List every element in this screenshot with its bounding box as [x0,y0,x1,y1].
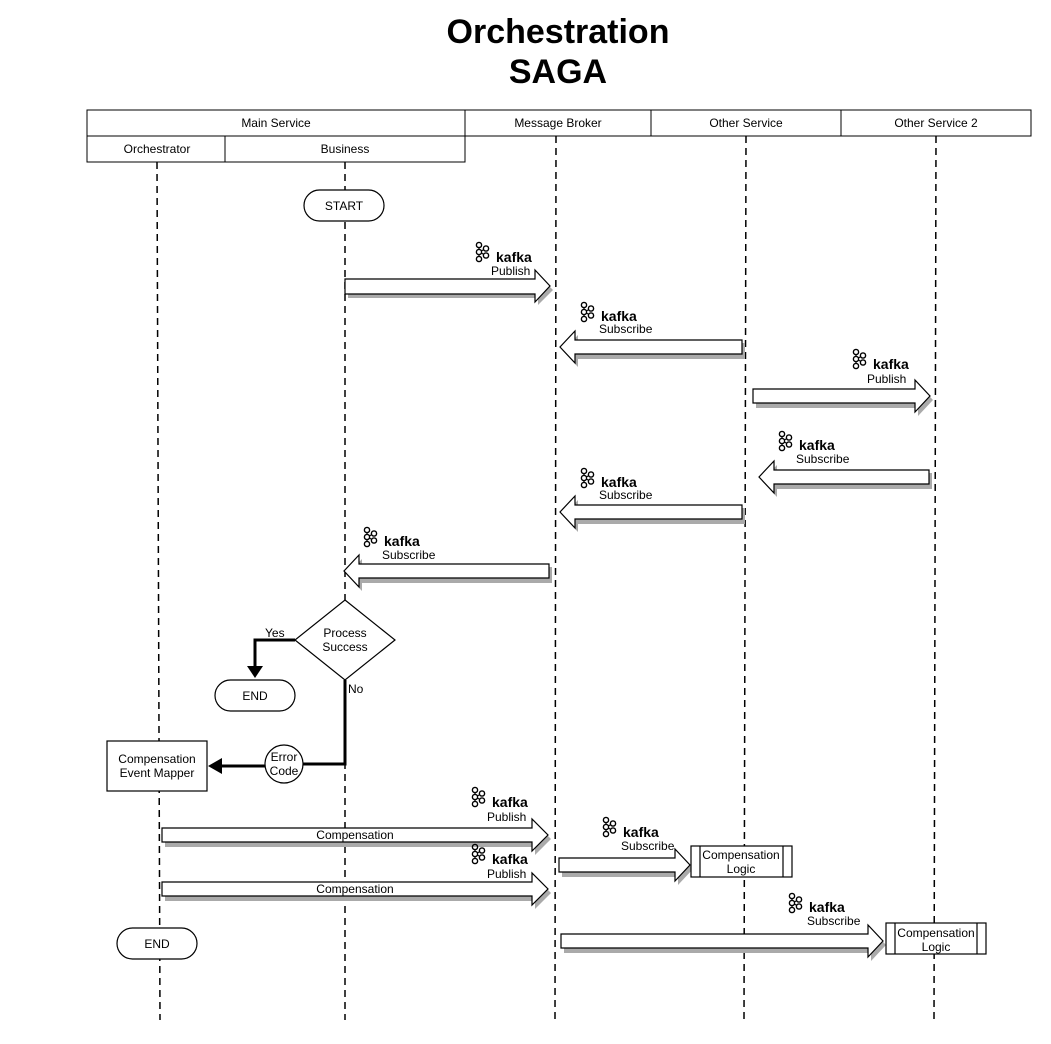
publish-label: Publish [867,372,906,386]
kafka-icon [471,786,486,808]
compensation-logic-other-service-2: Compensation Logic [885,922,987,955]
kafka-icon [475,241,490,263]
kafka-subscribe-2: kafka Subscribe [778,430,850,466]
kafka-subscribe-4: kafka Subscribe [363,526,436,562]
subscribe-label: Subscribe [807,914,861,928]
decision-process-success: Process Success [294,599,396,681]
lane-message-broker: Message Broker [514,116,601,130]
publish-label: Publish [487,810,526,824]
arrow-compensation-1: Compensation [161,817,551,855]
compensation-logic-other-service: Compensation Logic [690,845,793,878]
kafka-icon [602,816,617,838]
comp-logic-label-2: Logic [727,862,756,876]
subscribe-label: Subscribe [599,322,653,336]
end-node-orchestrator: END [116,927,198,960]
kafka-label: kafka [799,437,835,453]
kafka-label: kafka [623,824,659,840]
arrow-subscribe-comp-2 [560,923,886,961]
kafka-publish-3: kafka Publish [471,786,528,824]
arrow-subscribe-2 [758,459,932,497]
kafka-label: kafka [873,356,909,372]
kafka-label: kafka [496,249,532,265]
subscribe-label: Subscribe [621,839,675,853]
start-label: START [325,199,364,213]
subscribe-label: Subscribe [796,452,850,466]
arrow-subscribe-1 [559,329,745,367]
publish-label: Publish [487,867,526,881]
kafka-icon [778,430,793,452]
kafka-subscribe-3: kafka Subscribe [580,467,653,502]
yes-branch: Yes [247,626,295,678]
arrow-compensation-2: Compensation [161,871,551,909]
lane-other-service-2: Other Service 2 [894,116,978,130]
comp-logic-label-1: Compensation [897,926,974,940]
kafka-publish-4: kafka Publish [471,843,528,881]
kafka-subscribe-comp-2: kafka Subscribe [788,892,861,928]
kafka-subscribe-comp-1: kafka Subscribe [602,816,675,853]
kafka-label: kafka [601,308,637,324]
kafka-label: kafka [384,533,420,549]
end-node-business: END [214,679,296,712]
yes-label: Yes [265,626,285,640]
title-line-2: SAGA [509,53,607,91]
kafka-label: kafka [492,794,528,810]
end-label: END [242,689,268,703]
arrow-publish-1 [344,268,553,305]
kafka-label: kafka [492,851,528,867]
mapper-label-1: Compensation [118,752,195,766]
comp-logic-label-1: Compensation [702,848,779,862]
no-label: No [348,682,364,696]
start-node: START [303,189,385,222]
kafka-icon [580,467,595,489]
no-branch: No [303,680,364,766]
arrow-publish-2 [752,378,933,416]
arrow-subscribe-comp-1 [558,847,693,885]
subscribe-label: Subscribe [599,488,653,502]
lane-other-service: Other Service [709,116,783,130]
kafka-label: kafka [601,474,637,490]
kafka-subscribe-1: kafka Subscribe [580,301,653,336]
compensation-event-mapper: Compensation Event Mapper [106,740,208,792]
kafka-label: kafka [809,899,845,915]
error-code-node: Error Code [264,744,304,784]
kafka-icon [471,843,486,865]
lane-headers [86,109,1032,163]
arrow-subscribe-3 [559,494,745,532]
compensation-label: Compensation [316,828,393,842]
error-label-2: Code [270,764,299,778]
kafka-icon [852,348,867,370]
decision-label-2: Success [322,640,367,654]
kafka-icon [363,526,378,548]
kafka-publish-2: kafka Publish [852,348,909,386]
mapper-label-2: Event Mapper [120,766,195,780]
publish-label: Publish [491,264,530,278]
error-label-1: Error [271,750,298,764]
subscribe-label: Subscribe [382,548,436,562]
arrow-subscribe-4 [343,553,552,591]
kafka-icon [580,301,595,323]
compensation-label: Compensation [316,882,393,896]
comp-logic-label-2: Logic [922,940,951,954]
title-line-1: Orchestration [447,13,670,51]
end-label: END [144,937,170,951]
kafka-icon [788,892,803,914]
decision-label-1: Process [323,626,366,640]
error-to-mapper-arrow [208,758,265,774]
kafka-publish-1: kafka Publish [475,241,532,278]
lane-business: Business [321,142,370,156]
lane-main-service: Main Service [241,116,311,130]
lane-orchestrator: Orchestrator [124,142,191,156]
